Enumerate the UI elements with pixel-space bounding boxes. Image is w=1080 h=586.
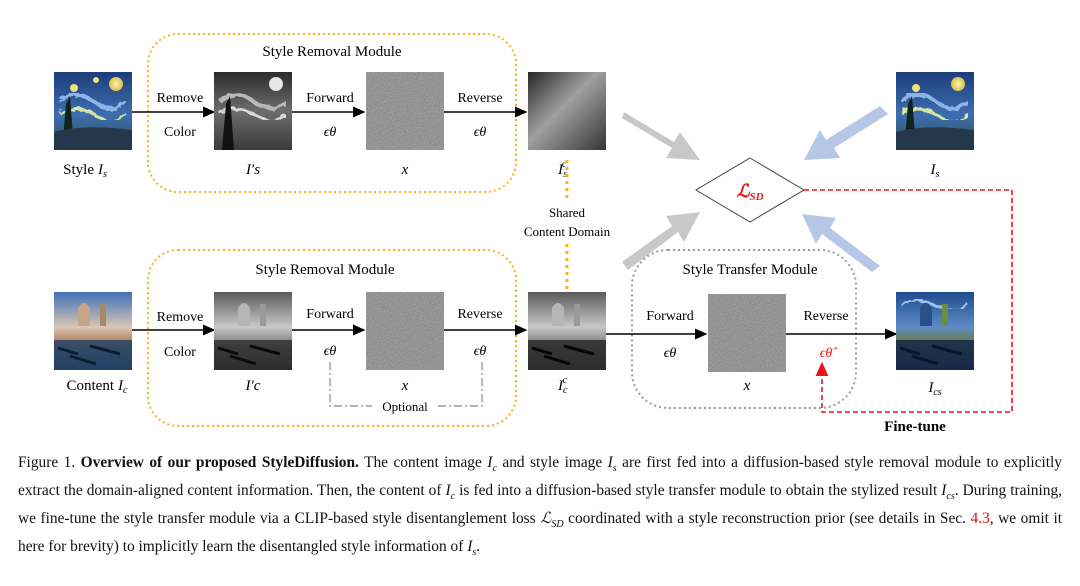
caption-is-2: Is xyxy=(467,538,477,559)
content-domain-image xyxy=(528,292,606,370)
caption-lsd: ℒSD xyxy=(540,510,564,531)
caption-text-6: coordinated with a style reconstruction … xyxy=(568,510,966,528)
top-reverse-label: Reverse xyxy=(457,91,502,106)
caption-text-8: . xyxy=(476,538,481,556)
blue-arrow-bottom xyxy=(802,214,880,272)
shared-label-line1: Shared xyxy=(549,205,586,220)
style-reference-image xyxy=(896,72,974,150)
bottom-x-label: x xyxy=(401,378,409,394)
ic-prime-label: I′c xyxy=(245,378,261,394)
bottom-remove-label: Remove xyxy=(157,310,204,325)
section-reference-link[interactable]: 4.3 xyxy=(970,510,990,528)
optional-label: Optional xyxy=(382,399,428,414)
caption-figure-number: Figure 1. xyxy=(18,454,76,471)
svg-text:Ic: Ic xyxy=(117,378,128,396)
bottom-reverse-eps: ϵθ xyxy=(474,344,487,359)
transfer-reverse-label: Reverse xyxy=(803,309,848,324)
blue-arrow-top xyxy=(804,106,888,160)
caption-text-4: is fed into a diffusion-based style tran… xyxy=(459,482,938,500)
caption-ic-2: Ic xyxy=(445,482,456,503)
transfer-reverse-eps: ϵθ̂ xyxy=(820,346,839,361)
finetune-feedback-path xyxy=(804,189,1013,413)
top-reverse-eps: ϵθ xyxy=(474,125,487,140)
caption-text-5: . During training, we fine-tune the styl… xyxy=(18,482,1062,528)
transfer-forward-eps: ϵθ xyxy=(664,346,677,361)
style-transfer-module xyxy=(631,249,857,409)
style-caption: Style Is xyxy=(63,162,107,180)
is-c-label: Isc xyxy=(557,159,567,180)
transfer-forward-label: Forward xyxy=(646,309,693,324)
gray-arrow-bottom xyxy=(622,212,700,270)
caption-ic-1: Ic xyxy=(487,454,497,475)
top-noise-x-image xyxy=(366,72,444,150)
style-content-image xyxy=(528,72,606,150)
top-forward-eps: ϵθ xyxy=(324,125,337,140)
bottom-style-removal-module xyxy=(147,249,517,427)
is-prime-label: I′s xyxy=(245,162,260,178)
optional-bracket-right xyxy=(438,362,483,407)
svg-text:Content: Content xyxy=(67,378,115,394)
stylized-output-image xyxy=(896,292,974,370)
overview-figure: Style Removal Module Style Is Remove Col… xyxy=(54,33,1013,435)
grayscale-content-image xyxy=(214,292,292,370)
top-color-label: Color xyxy=(164,125,196,140)
optional-bracket xyxy=(329,362,372,407)
bottom-noise-x-image xyxy=(366,292,444,370)
top-forward-label: Forward xyxy=(306,91,353,106)
content-image xyxy=(54,292,132,370)
figure-caption: Figure 1. Overview of our proposed Style… xyxy=(18,452,1062,564)
gray-arrow-top xyxy=(622,112,700,160)
caption-text-2: and style image xyxy=(502,454,603,471)
bottom-module-title: Style Removal Module xyxy=(255,262,394,278)
transfer-module-title: Style Transfer Module xyxy=(683,262,818,278)
caption-is-1: Is xyxy=(607,454,617,475)
top-module-title: Style Removal Module xyxy=(262,44,401,60)
caption-ics: Ics xyxy=(941,482,955,503)
grayscale-style-image xyxy=(214,72,292,150)
style-image xyxy=(54,72,132,150)
top-x-label: x xyxy=(401,162,409,178)
is-right-label: Is xyxy=(930,162,940,180)
ic-c-label: Icc xyxy=(557,375,568,396)
ics-label: Ics xyxy=(927,380,941,398)
bottom-forward-label: Forward xyxy=(306,307,353,322)
caption-title: Overview of our proposed StyleDiffusion. xyxy=(80,454,359,471)
caption-text-3: are first fed into a diffusion-based sty… xyxy=(18,454,1062,500)
transfer-x-label: x xyxy=(743,378,751,394)
loss-diamond: ℒSD xyxy=(695,157,805,223)
bottom-forward-eps: ϵθ xyxy=(324,344,337,359)
caption-text-1: The content image xyxy=(364,454,482,471)
top-remove-label: Remove xyxy=(157,91,204,106)
content-caption: Content Ic xyxy=(67,378,129,396)
bottom-color-label: Color xyxy=(164,345,196,360)
shared-label-line2: Content Domain xyxy=(524,224,611,239)
caption-text-7: , we omit it here for brevity) to implic… xyxy=(18,510,1063,556)
finetune-label: Fine-tune xyxy=(884,419,946,435)
bottom-reverse-label: Reverse xyxy=(457,307,502,322)
transfer-noise-x-image xyxy=(708,294,786,372)
svg-text:Is: Is xyxy=(97,162,107,180)
svg-text:Style: Style xyxy=(63,162,94,178)
